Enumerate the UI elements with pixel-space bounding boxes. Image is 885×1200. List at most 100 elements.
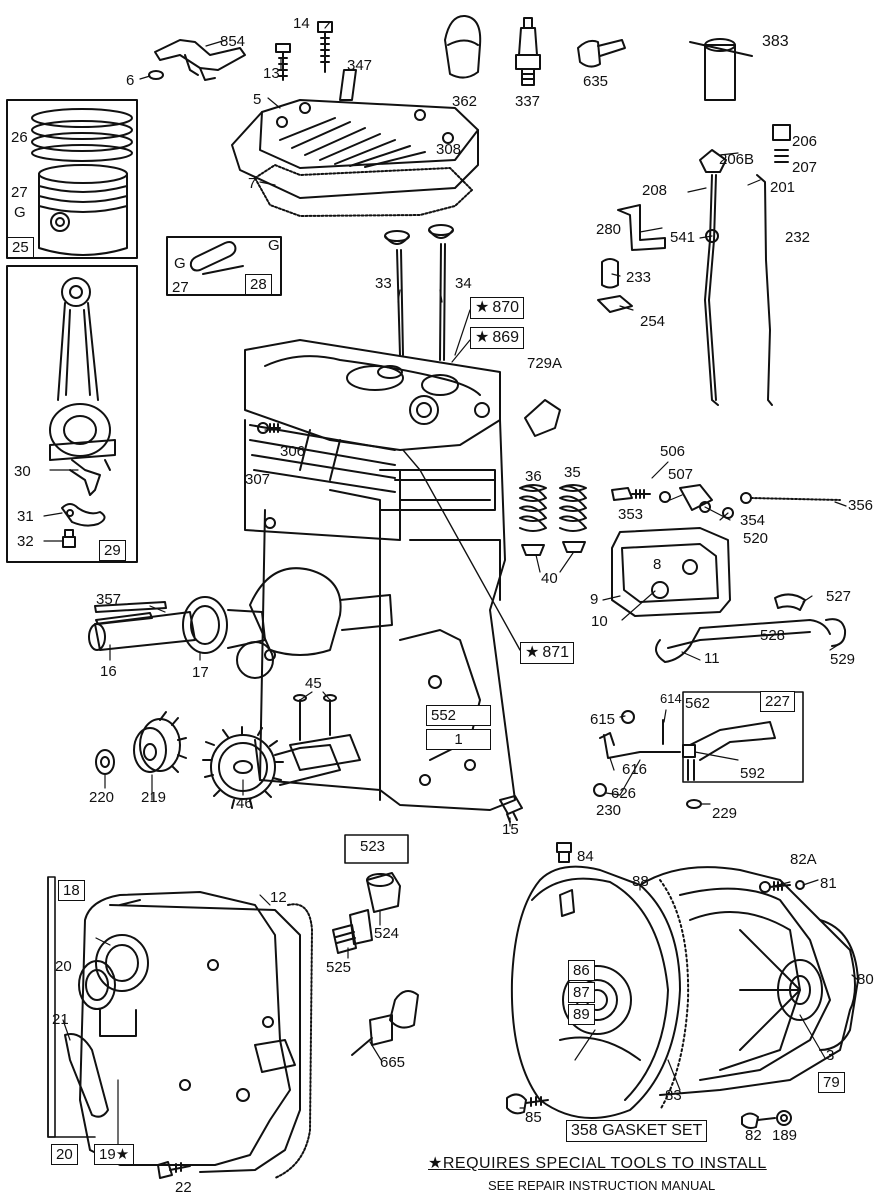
special-tools-note: ★REQUIRES SPECIAL TOOLS TO INSTALL — [428, 1153, 767, 1173]
label-88: 88 — [632, 873, 649, 890]
label-520: 520 — [743, 530, 769, 547]
label-552: 552 — [426, 705, 491, 726]
governor-linkage — [597, 124, 791, 406]
label-383: 383 — [762, 33, 789, 50]
label-82a: 82A — [790, 851, 817, 868]
ground-wire — [611, 484, 841, 519]
label-308: 308 — [436, 141, 462, 158]
connecting-rod-panel-frame — [6, 265, 138, 563]
drain-plug — [499, 795, 523, 823]
label-230: 230 — [596, 802, 622, 819]
repair-manual-note: SEE REPAIR INSTRUCTION MANUAL — [488, 1178, 716, 1193]
label-1: 1 — [426, 729, 491, 750]
label-227: 227 — [760, 691, 796, 712]
label-19-number: 19 — [99, 1146, 116, 1163]
label-307: 307 — [245, 471, 271, 488]
label-13: 13 — [263, 65, 280, 82]
connecting-rod — [49, 277, 116, 496]
spark-plug-cover — [444, 14, 482, 79]
label-854: 854 — [220, 33, 246, 50]
label-18: 18 — [58, 880, 85, 901]
head-bolts — [275, 21, 333, 81]
label-528: 528 — [760, 627, 786, 644]
flywheel-holder-tool — [689, 38, 753, 101]
label-201: 201 — [770, 179, 796, 196]
label-25: 25 — [7, 237, 34, 258]
label-36: 36 — [525, 468, 542, 485]
label-86: 86 — [568, 960, 595, 981]
crankcase-cover — [64, 891, 301, 1173]
sump-frame-left — [47, 876, 56, 1138]
label-28-circlip-b: G — [268, 237, 280, 254]
label-28: 28 — [245, 274, 272, 295]
valve-524-525 — [332, 872, 401, 954]
label-10: 10 — [591, 613, 608, 630]
breather-assembly — [611, 527, 731, 617]
housing-gasket — [659, 879, 690, 1111]
label-89: 89 — [568, 1004, 595, 1025]
piston-panel-frame — [6, 99, 138, 259]
label-306: 306 — [280, 443, 306, 460]
label-29: 29 — [99, 540, 126, 561]
label-31: 31 — [17, 508, 34, 525]
label-665: 665 — [380, 1054, 406, 1071]
blower-housing — [510, 865, 681, 1119]
label-32: 32 — [17, 533, 34, 550]
label-616: 616 — [622, 761, 648, 778]
label-507: 507 — [668, 466, 694, 483]
part-665 — [351, 990, 419, 1056]
valve-springs — [519, 484, 587, 556]
label-28-circlip-a: G — [174, 255, 186, 272]
washer-220 — [95, 749, 115, 775]
label-206: 206 — [792, 133, 818, 150]
label-20-seal: 20 — [55, 958, 72, 975]
label-523: 523 — [360, 838, 386, 855]
valves — [384, 224, 454, 361]
label-7: 7 — [248, 175, 257, 192]
crankshaft-key — [94, 601, 167, 613]
starter-housing — [639, 866, 859, 1096]
label-85: 85 — [525, 1109, 542, 1126]
label-20-cover: 20 — [51, 1144, 78, 1165]
label-17: 17 — [192, 664, 209, 681]
label-33: 33 — [375, 275, 392, 292]
label-79: 79 — [818, 1072, 845, 1093]
label-35: 35 — [564, 464, 581, 481]
label-6: 6 — [126, 72, 135, 89]
label-81: 81 — [820, 875, 837, 892]
governor-lever-frame — [682, 691, 804, 783]
label-524: 524 — [374, 925, 400, 942]
label-254: 254 — [640, 313, 666, 330]
label-9: 9 — [590, 591, 599, 608]
cylinder-block — [244, 339, 516, 811]
label-12: 12 — [270, 889, 287, 906]
washer-6 — [148, 70, 164, 80]
label-27-piston: 27 — [11, 184, 28, 201]
label-189: 189 — [772, 1127, 798, 1144]
label-30: 30 — [14, 463, 31, 480]
label-592: 592 — [740, 765, 766, 782]
cylinder-head — [231, 69, 479, 199]
screw-82a — [759, 880, 805, 893]
label-19: 19★ — [94, 1144, 135, 1165]
washer-220-hole — [100, 756, 110, 768]
breather-tube — [655, 593, 847, 663]
piston-pin — [189, 241, 244, 275]
label-11: 11 — [704, 650, 720, 667]
label-3: 3 — [826, 1047, 835, 1064]
spark-plug-terminal — [577, 39, 626, 68]
label-207: 207 — [792, 159, 818, 176]
label-15: 15 — [502, 821, 519, 838]
sump-bracket — [47, 876, 96, 1138]
bracket-854 — [154, 39, 246, 81]
label-5: 5 — [253, 91, 262, 108]
governor-lever — [593, 710, 776, 809]
label-84: 84 — [577, 848, 594, 865]
retainer-729a — [524, 399, 561, 437]
cam-gear — [202, 726, 341, 809]
crankshaft — [88, 567, 393, 679]
label-562: 562 — [685, 695, 711, 712]
label-45: 45 — [305, 675, 322, 692]
